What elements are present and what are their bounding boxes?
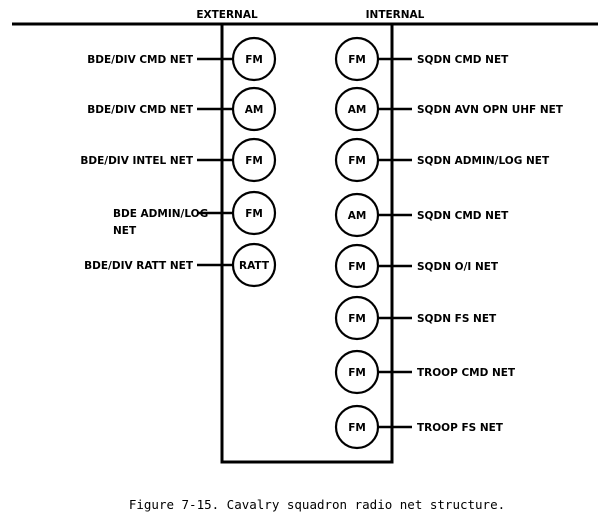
net-label: BDE/DIV INTEL NET [80,155,193,167]
net-label: BDE/DIV RATT NET [84,260,194,272]
internal-nets: FM SQDN CMD NET AM SQDN AVN OPN UHF NET FM SQ… [334,36,564,450]
net-label: TROOP FS NET [417,422,504,434]
external-nets: FM BDE/DIV CMD NET AM BDE/DIV CMD NET FM BDE/… [80,36,277,288]
radio-circle [231,137,277,183]
external-net-item: RATT BDE/DIV RATT NET [84,242,277,288]
internal-header: INTERNAL [366,9,425,21]
radio-type-label: FM [245,54,263,66]
radio-circle [334,295,380,341]
radio-type-label: AM [348,210,367,222]
external-net-item: FM BDE ADMIN/LOG NET [113,190,277,237]
radio-circle [334,36,380,82]
radio-type-label: RATT [239,260,270,272]
radio-circle [334,192,380,238]
radio-circle [334,86,380,132]
radio-circle [231,86,277,132]
squadron-box [220,22,394,464]
internal-net-item: FM SQDN CMD NET [334,36,509,82]
net-label: SQDN ADMIN/LOG NET [417,155,550,167]
radio-type-label: FM [245,155,263,167]
radio-type-label: FM [348,261,366,273]
net-label: SQDN O/I NET [417,261,499,273]
net-label: BDE/DIV CMD NET [87,104,194,116]
external-header: EXTERNAL [196,9,258,21]
net-label-line2: NET [113,225,137,237]
internal-net-item: FM SQDN FS NET [334,295,497,341]
radio-circle [231,190,277,236]
internal-net-item: AM SQDN AVN OPN UHF NET [334,86,564,132]
radio-type-label: FM [348,155,366,167]
radio-circle [334,349,380,395]
internal-net-item: AM SQDN CMD NET [334,192,509,238]
internal-net-item: FM TROOP CMD NET [334,349,516,395]
radio-type-label: FM [348,422,366,434]
radio-type-label: FM [348,313,366,325]
net-label: BDE/DIV CMD NET [87,54,194,66]
internal-net-item: FM TROOP FS NET [334,404,504,450]
external-net-item: FM BDE/DIV INTEL NET [80,137,277,183]
external-net-item: AM BDE/DIV CMD NET [87,86,277,132]
radio-circle [231,36,277,82]
net-label: SQDN CMD NET [417,210,509,222]
radio-circle [231,242,277,288]
internal-net-item: FM SQDN ADMIN/LOG NET [334,137,550,183]
radio-type-label: FM [348,367,366,379]
radio-type-label: AM [348,104,367,116]
net-label: SQDN FS NET [417,313,497,325]
radio-circle [334,137,380,183]
net-label: BDE ADMIN/LOG [113,208,208,220]
net-label: SQDN CMD NET [417,54,509,66]
radio-circle [334,243,380,289]
radio-type-label: FM [348,54,366,66]
radio-type-label: AM [245,104,264,116]
net-label: TROOP CMD NET [417,367,516,379]
radio-circle [334,404,380,450]
net-label: SQDN AVN OPN UHF NET [417,104,564,116]
external-net-item: FM BDE/DIV CMD NET [87,36,277,82]
internal-net-item: FM SQDN O/I NET [334,243,499,289]
radio-type-label: FM [245,208,263,220]
figure-caption: Figure 7-15. Cavalry squadron radio net … [129,497,505,512]
